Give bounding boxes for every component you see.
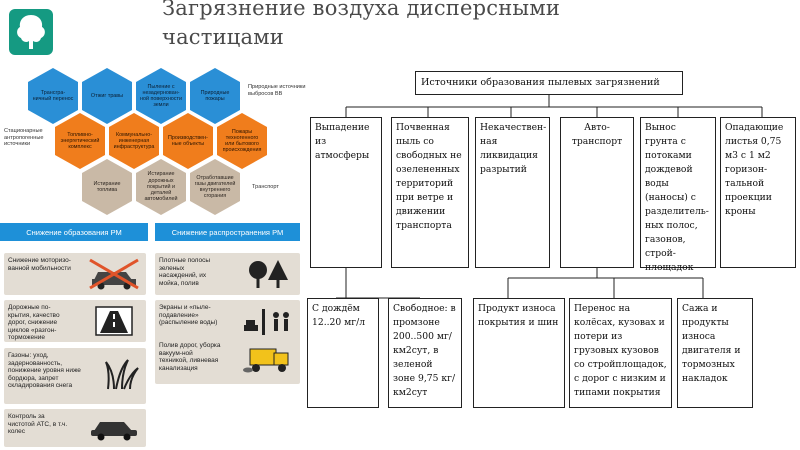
atmosphere-free: Свободное: в промзоне 200..500 мг/км2сут…	[388, 298, 462, 408]
card-reduce-mobility: Снижение моторизо-ванной мобильности	[4, 253, 146, 295]
band-reduce-spread: Снижение распространения РМ	[155, 223, 300, 241]
source-excavations: Некачествен-ная ликвидация разрытий	[475, 117, 550, 268]
card-screens: Экраны и «пыле-подавление» (распыление в…	[155, 300, 300, 342]
label-transport: Транспорт	[252, 184, 279, 190]
source-atmosphere: Выпадение из атмосферы	[310, 117, 382, 268]
page-title: Загрязнение воздуха дисперсными частицам…	[162, 0, 560, 52]
card-green-belts: Плотные полосы зеленых насаждений, их мо…	[155, 253, 300, 295]
hex-energy-complex: Топливно-энергетический комплекс	[55, 113, 105, 169]
crossed-car-icon	[89, 258, 139, 290]
source-soil-runoff: Вынос грунта с потоками дождевой воды (н…	[640, 117, 716, 273]
label-natural-sources: Природные источники выбросов ВВ	[248, 84, 306, 97]
source-transport: Авто-транспорт	[560, 117, 634, 268]
card-vehicle-cleanliness: Контроль за чистотой АТС, в т.ч. колес	[4, 409, 146, 447]
page-title-line1: Загрязнение воздуха дисперсными	[162, 0, 561, 20]
card-road-cleaning: Полив дорог, уборка вакуум-ной техникой,…	[155, 338, 300, 384]
band-reduce-formation: Снижение образования РМ	[0, 223, 148, 241]
hex-grass-burning: Отжиг травы	[82, 68, 132, 124]
transport-carryover: Перенос на колёсах, кузовах и потери из …	[569, 298, 672, 408]
trees-icon	[249, 260, 288, 288]
hex-utilities: Коммунально-инженерная инфраструктура	[109, 113, 159, 169]
transport-wear: Продукт износа покрытия и шин	[473, 298, 565, 408]
hex-transboundary: Трансгра-ничный перенос	[28, 68, 78, 124]
card-lawns: Газоны: уход, задернованность, понижение…	[4, 348, 146, 404]
diagram-header: Источники образования пылевых загрязнени…	[415, 71, 683, 95]
tree-logo-icon	[9, 9, 53, 55]
road-icon	[95, 306, 133, 336]
label-stationary-sources: Стационарные антропогенные источники	[4, 128, 44, 148]
grass-icon	[105, 359, 139, 390]
card-road-surfaces: Дорожные по-крытия, качество дорог, сниж…	[4, 300, 146, 342]
atmosphere-rain: С дождём 12..20 мг/л	[307, 298, 379, 408]
transport-soot: Сажа и продукты износа двигателя и тормо…	[677, 298, 753, 408]
page-title-line2: частицами	[162, 25, 284, 49]
screen-icon	[244, 309, 289, 335]
source-leaves: Опадающие листья 0,75 м3 с 1 м2 горизон-…	[720, 117, 796, 268]
source-soil-dust: Почвенная пыль со свободных не озелененн…	[391, 117, 469, 268]
car-icon	[91, 422, 137, 441]
sweeper-icon	[243, 348, 289, 373]
